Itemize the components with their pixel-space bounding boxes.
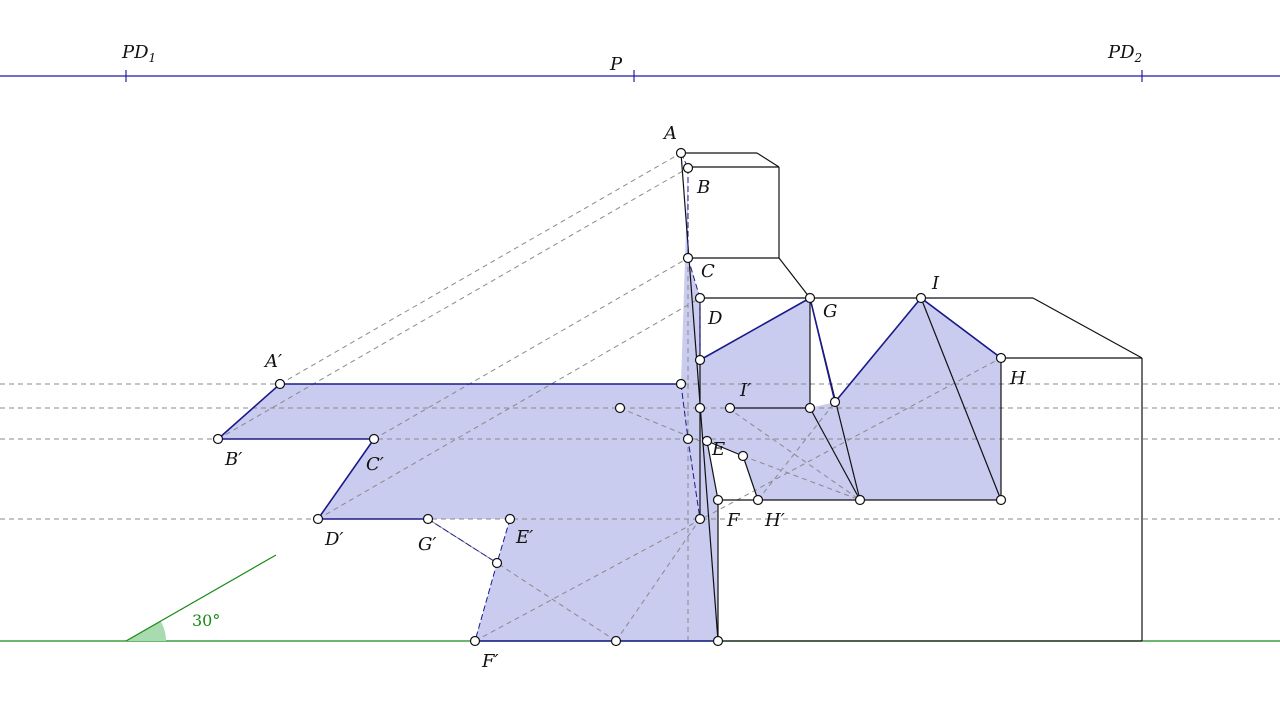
vertex-Dv [694,354,706,366]
label-D: D [707,308,723,329]
vertex-F [712,494,724,506]
vertex-N1 [491,557,503,569]
label-C: C [701,261,715,282]
vertex-N11 [829,396,841,408]
label-Hp: H′ [764,510,785,531]
angle-sector [126,621,166,641]
vertex-I [915,292,927,304]
vertex-B [682,162,694,174]
label-Fp: F′ [481,651,499,672]
vertex-Bp [212,433,224,445]
building-edges [680,152,1143,642]
ground-plan-shadow [218,168,1001,641]
vertex-N2 [610,635,622,647]
label-I: I [931,273,940,294]
angle-label: 30° [192,611,220,630]
vertex-Dp [312,513,324,525]
angle-ray [125,554,277,642]
label-A: A [662,123,677,144]
vertex-G [804,292,816,304]
vertex-Ip [724,402,736,414]
vertex-C [682,252,694,264]
vertex-Hp [752,494,764,506]
pd1-label: PD1 [121,42,156,65]
vertex-D [694,292,706,304]
shaded-regions [218,168,1001,641]
vertex-N7 [737,450,749,462]
label-H: H [1009,368,1026,389]
label-F: F [726,510,741,531]
vertex-N3 [614,402,626,414]
label-Gp: G′ [418,534,436,555]
label-Ip: I′ [739,380,751,401]
label-Cp: C′ [366,454,384,475]
label-E: E [711,439,725,460]
vertex-Ap [274,378,286,390]
label-Ap: A′ [263,351,282,372]
label-Ep: E′ [515,527,533,548]
label-G: G [823,301,837,322]
vertex-N10 [804,402,816,414]
vertex-N8 [694,513,706,525]
vertex-Gp [422,513,434,525]
vertex-A [675,147,687,159]
point-labels: PD1 P PD2 A B C D E F G H I A′ B′ C′ D′ … [121,42,1142,672]
p-label: P [609,54,623,75]
vertex-points [212,147,1007,647]
label-B: B [696,177,710,198]
vertex-Ep [504,513,516,525]
vertex-N13 [995,494,1007,506]
vertex-N12 [854,494,866,506]
vertex-Fp [469,635,481,647]
vertex-N6 [701,435,713,447]
vertex-E [694,402,706,414]
pd2-label: PD2 [1107,42,1142,65]
label-Bp: B′ [224,449,242,470]
vertex-N5 [682,433,694,445]
label-Dp: D′ [324,529,344,550]
vertex-H [995,352,1007,364]
vertex-N4 [675,378,687,390]
vertex-Cp [368,433,380,445]
vertex-N9 [712,635,724,647]
